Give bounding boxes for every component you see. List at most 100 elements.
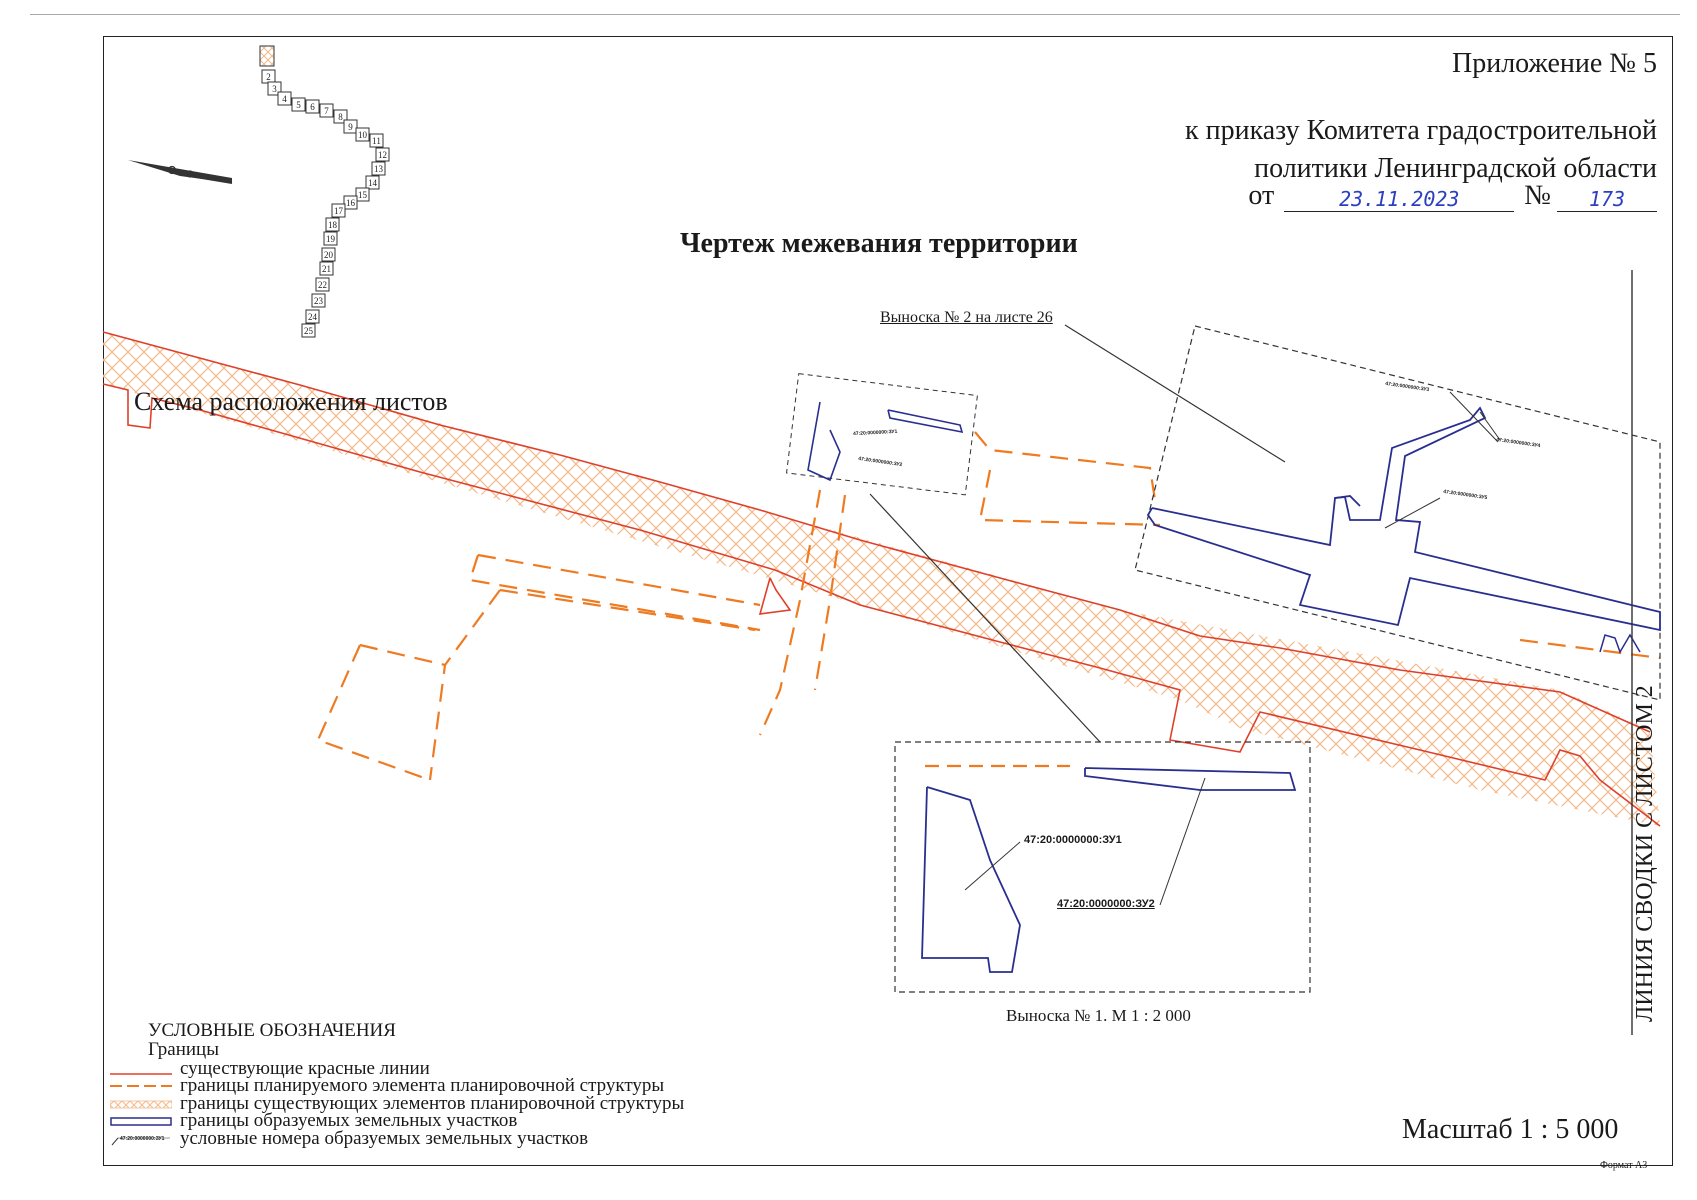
- order-line-2: политики Ленинградской области: [1254, 153, 1657, 184]
- sheet-index-number: 23: [314, 296, 324, 306]
- sheet-index-number: 18: [328, 220, 338, 230]
- sheet-index-cell: [371, 161, 386, 176]
- legend-item-label: границы образуемых земельных участков: [180, 1110, 518, 1132]
- sheet-index-cell: [291, 97, 306, 112]
- sheet-index-cell: [305, 99, 320, 114]
- sheet-index-number: 9: [348, 122, 353, 132]
- existing-planning-element-hatch: [103, 332, 1660, 826]
- drawing-title: Чертеж межевания территории: [680, 228, 1078, 259]
- sheet-index-number: 13: [374, 164, 384, 174]
- legend: УСЛОВНЫЕ ОБОЗНАЧЕНИЯ Границы существующи…: [109, 1020, 684, 1148]
- sheet-index-cell: [355, 187, 370, 202]
- sheet-index-cell: [369, 133, 384, 148]
- callout2-frame: [1134, 325, 1661, 701]
- sheet-index-cell: [375, 147, 390, 162]
- appendix-number: Приложение № 5: [1452, 48, 1657, 79]
- sheet-index-cell: [315, 277, 330, 292]
- red-line-lower: [102, 383, 1661, 827]
- legend-item: границы образуемых земельных участков: [110, 1110, 684, 1132]
- sheet-index-cell: [343, 195, 358, 210]
- sheet-index-cell: [365, 175, 380, 190]
- drawing-frame: [103, 36, 1673, 1166]
- plot2-preview-outline: [887, 409, 964, 434]
- sheet-index-cell: [319, 261, 334, 276]
- scheme-label: Схема расположения листов: [134, 387, 448, 416]
- plot2-outline: [1084, 767, 1297, 791]
- number-prefix: №: [1524, 180, 1551, 211]
- sheet-index-number: 22: [318, 280, 327, 290]
- sheet-index-cell: [311, 293, 326, 308]
- legend-item: 47:20:0000000:ЗУ1 условные номера образуе…: [110, 1127, 684, 1149]
- plot1-label: 47:20:0000000:ЗУ1: [1024, 834, 1122, 846]
- north-arrow-icon: [128, 160, 233, 184]
- legend-sample-label: 47:20:0000000:ЗУ1: [120, 1135, 165, 1142]
- sheet-index-cell: [319, 103, 334, 118]
- plot1-outline: [921, 786, 1021, 973]
- sheet-index-number: 2: [266, 72, 271, 82]
- sheet-index-cell: [343, 119, 358, 134]
- sheet-top-rule: [30, 14, 1680, 15]
- sheet-index-number: 4: [282, 94, 287, 104]
- sheet-index-number: 17: [334, 206, 344, 216]
- sheet-index-cell: [321, 247, 336, 262]
- callout2-label: Выноска № 2 на листе 26: [880, 309, 1053, 326]
- sheet-index-cell: [301, 323, 316, 338]
- legend-heading: УСЛОВНЫЕ ОБОЗНАЧЕНИЯ: [148, 1020, 396, 1041]
- sheet-index-cell: [305, 309, 320, 324]
- legend-item-label: существующие красные линии: [180, 1057, 430, 1079]
- sheet-index-number: 14: [368, 178, 378, 188]
- orange-hatch-symbol-icon: [109, 1097, 173, 1111]
- sheet-index-number: 19: [326, 234, 336, 244]
- legend-item-label: границы планируемого элемента планировоч…: [180, 1075, 665, 1097]
- current-sheet-cell: [259, 45, 275, 67]
- legend-item: границы планируемого элемента планировоч…: [110, 1075, 684, 1097]
- sheet-index-number: 11: [372, 136, 381, 146]
- blue-outline-symbol-icon: [110, 1114, 172, 1128]
- callout1-frame: [894, 741, 1311, 993]
- order-reference: к приказу Комитета градостроительной пол…: [1185, 112, 1657, 188]
- scale-label: Масштаб 1 : 5 000: [1402, 1114, 1619, 1145]
- sheet-index-number: 24: [308, 312, 318, 322]
- legend-item: существующие красные линии: [110, 1057, 684, 1079]
- plot1-preview-outline: [807, 401, 841, 482]
- sheet-index-number: 8: [338, 112, 343, 122]
- sheet-index-number: 12: [378, 150, 387, 160]
- legend-item-label: условные номера образуемых земельных уча…: [180, 1127, 589, 1149]
- legend-item-label: границы существующих элементов планирово…: [180, 1092, 685, 1114]
- callout1-leader: [869, 493, 1101, 743]
- plot2-label: 47:20:0000000:ЗУ2: [1057, 898, 1155, 910]
- sheet-index-number: 5: [296, 100, 301, 110]
- sheet-index-number: 6: [310, 102, 315, 112]
- sheet-index-number: 20: [324, 250, 334, 260]
- order-date-number: от 23.11.2023 № 173: [1248, 180, 1657, 212]
- sheet-index-cell: [355, 127, 370, 142]
- order-line-1: к приказу Комитета градостроительной: [1185, 115, 1657, 146]
- sheet-index-number: 25: [304, 326, 314, 336]
- callout1-preview-frame: [786, 373, 978, 496]
- sheet-index-cell: [331, 203, 346, 218]
- sheet-index-number: 16: [346, 198, 356, 208]
- sheet-index-number: 15: [358, 190, 368, 200]
- legend-item: границы существующих элементов планирово…: [109, 1092, 685, 1114]
- legend-subheading: Границы: [148, 1039, 219, 1060]
- sheet-index-number: 7: [324, 106, 329, 116]
- date-prefix: от: [1248, 180, 1275, 211]
- orange-dashed-symbol-icon: [110, 1079, 172, 1093]
- plots-3-5-outline: [1146, 406, 1661, 632]
- summary-line-label: ЛИНИЯ СВОДКИ С ЛИСТОМ 2: [1632, 685, 1658, 1022]
- label-leader-symbol-icon: 47:20:0000000:ЗУ1: [110, 1132, 172, 1146]
- number-value: 173: [1557, 187, 1657, 212]
- sheet-index-number: 10: [358, 130, 368, 140]
- sheet-index-cell: [277, 91, 292, 106]
- sheet-index-number: 3: [272, 84, 277, 94]
- sheet-index-cell: [325, 217, 340, 232]
- red-line-symbol-icon: [110, 1062, 172, 1076]
- planned-element-boundaries: [316, 431, 1661, 782]
- callout2-leader: [1064, 324, 1286, 463]
- red-line-notch: [758, 577, 792, 615]
- sheet-index-cell: [323, 231, 338, 246]
- date-value: 23.11.2023: [1284, 187, 1515, 212]
